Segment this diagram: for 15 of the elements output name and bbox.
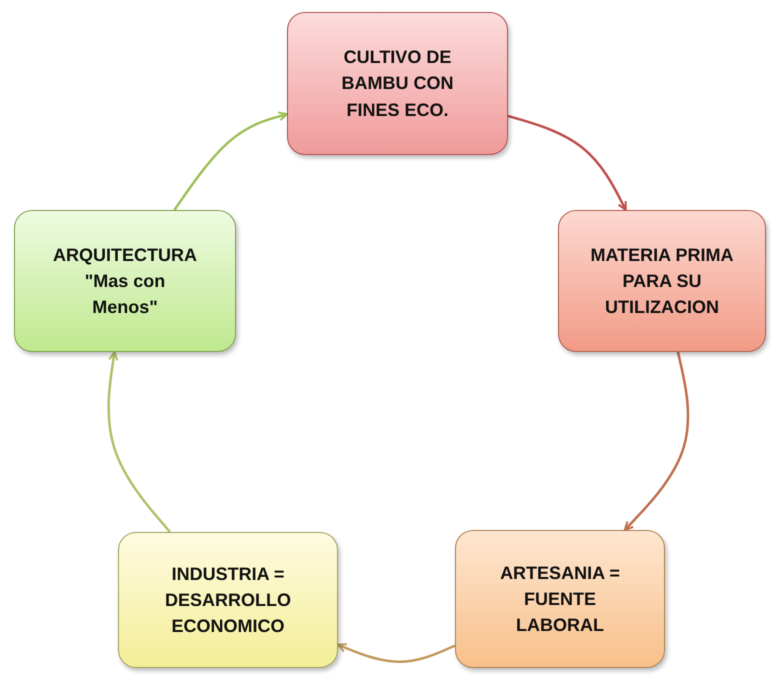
box-label: ARTESANIA = FUENTE LABORAL — [499, 562, 621, 638]
process-box — [287, 12, 508, 155]
curved-arrow — [508, 114, 627, 211]
curved-arrow — [107, 351, 171, 533]
process-box — [455, 530, 665, 668]
process-box — [14, 210, 236, 352]
box-label: ARQUITECTURA "Mas con Menos" — [52, 244, 198, 320]
process-box — [118, 532, 338, 668]
box-label: INDUSTRIA = DESARROLLO ECONOMICO — [164, 562, 292, 638]
box-label: MATERIA PRIMA PARA SU UTILIZACION — [590, 244, 734, 320]
box-label: CULTIVO DE BAMBU CON FINES ECO. — [340, 46, 454, 122]
curved-arrow — [624, 352, 690, 531]
curved-arrow — [337, 643, 456, 663]
curved-arrow — [173, 111, 288, 211]
process-box — [558, 210, 766, 352]
